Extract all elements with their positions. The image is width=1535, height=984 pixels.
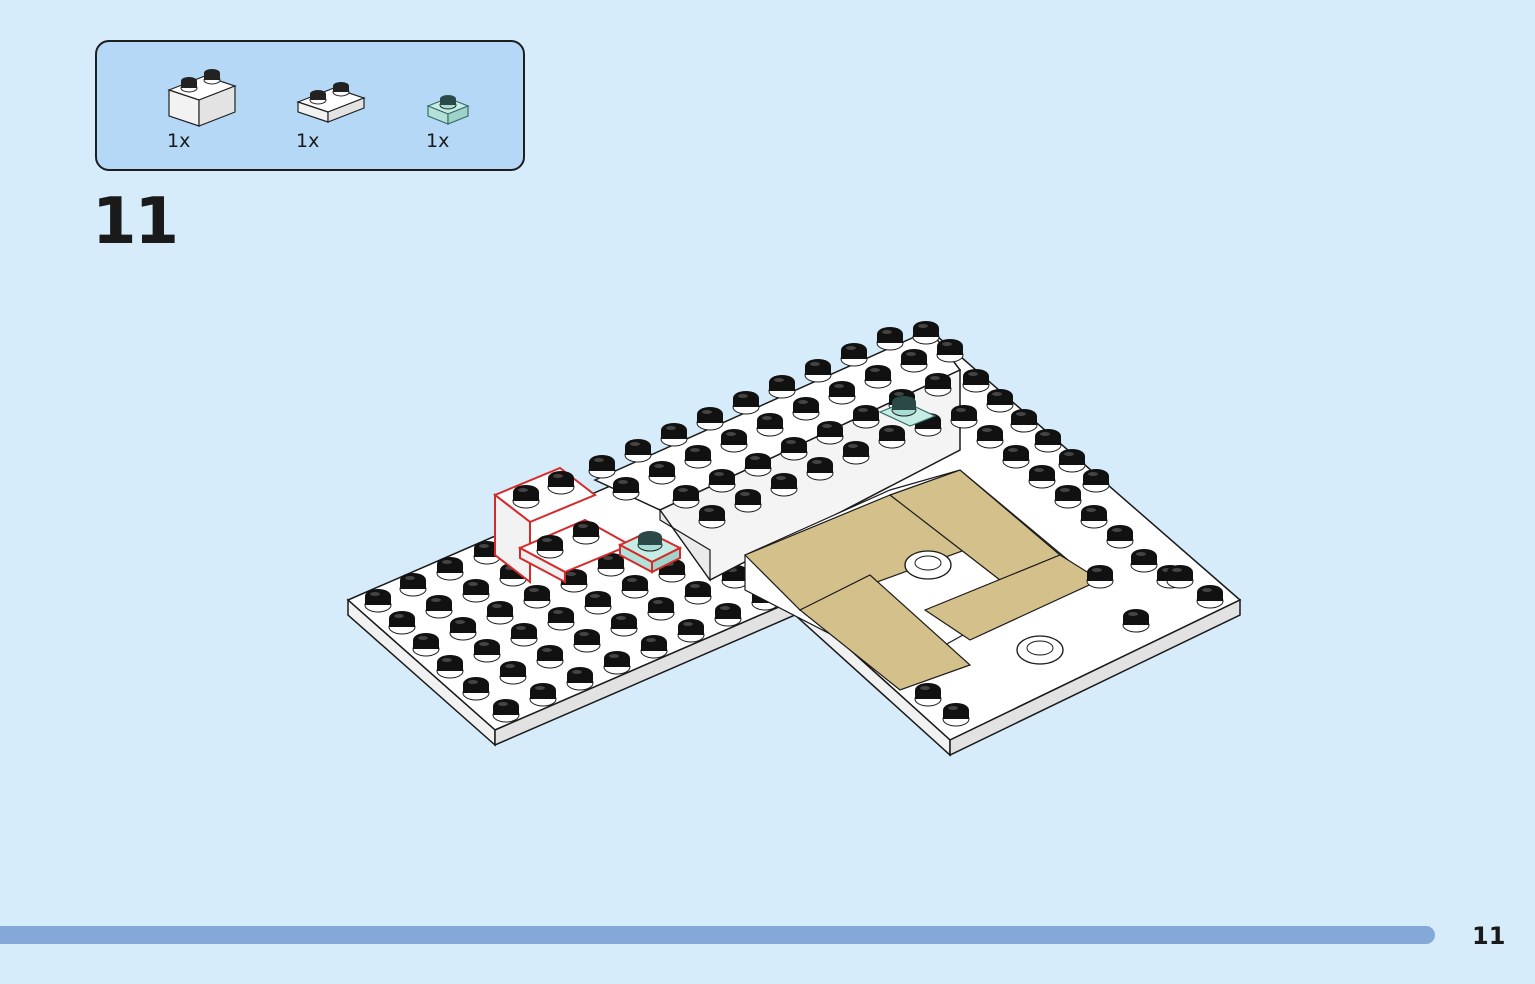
page-number: 11 (1472, 922, 1506, 950)
white-plate-1x2-icon (296, 82, 366, 123)
part-quantity: 1x (426, 130, 450, 152)
new-white-brick-1x2 (493, 466, 597, 585)
progress-bar (0, 926, 1435, 944)
white-brick-1x2-icon (167, 69, 237, 127)
parts-callout: 1x 1x 1x (95, 40, 525, 171)
step-number: 11 (92, 185, 179, 259)
model-illustration (346, 320, 1242, 757)
part-item: 1x (296, 60, 386, 160)
part-item: 1x (167, 60, 257, 160)
existing-trans-light-blue-plate (878, 396, 937, 427)
part-quantity: 1x (167, 130, 191, 152)
new-trans-light-blue-plate-1x1 (617, 530, 683, 574)
trans-light-blue-plate-1x1-icon (426, 95, 470, 125)
tan-tile-area (743, 469, 1102, 691)
part-item: 1x (426, 60, 516, 160)
part-quantity: 1x (296, 130, 320, 152)
